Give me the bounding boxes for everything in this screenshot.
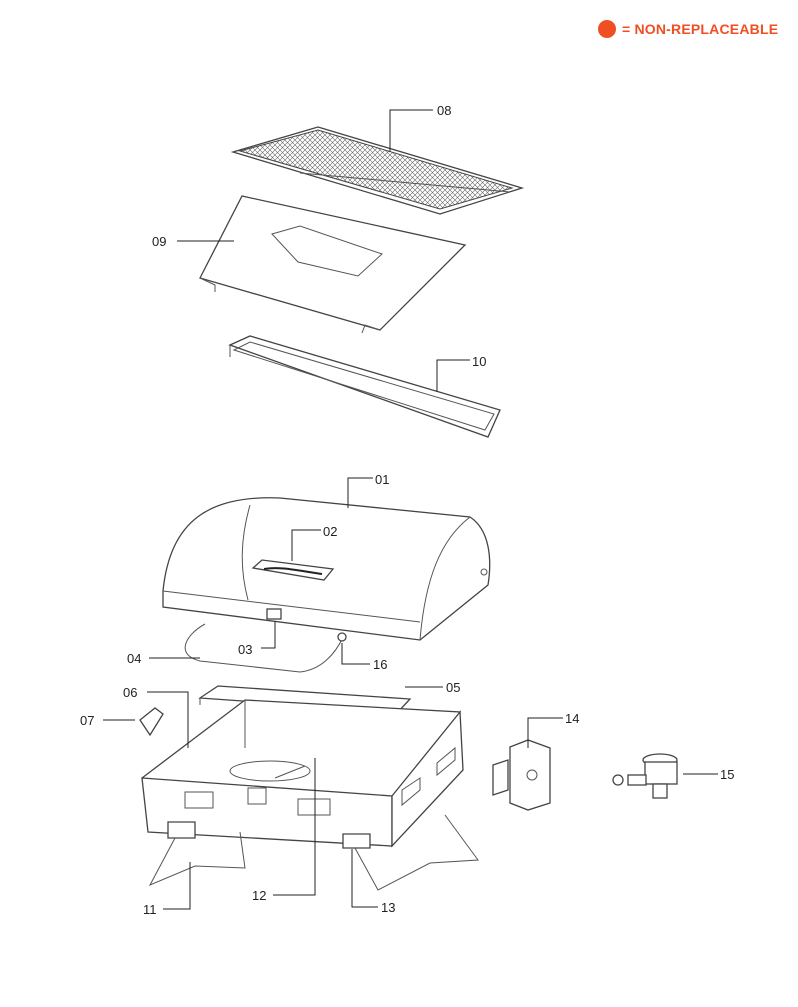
callout-16: 16 bbox=[373, 657, 387, 672]
callout-15: 15 bbox=[720, 767, 734, 782]
regulator-bracket-part bbox=[492, 739, 551, 811]
callout-03: 03 bbox=[238, 642, 252, 657]
legend: = NON-REPLACEABLE bbox=[598, 20, 778, 38]
lid-latch-part bbox=[266, 608, 282, 620]
callout-07: 07 bbox=[80, 713, 94, 728]
callout-11: 11 bbox=[143, 902, 157, 917]
lid-handle-part bbox=[184, 623, 344, 673]
callout-06: 06 bbox=[123, 685, 137, 700]
burner-part bbox=[274, 765, 306, 779]
callout-14: 14 bbox=[565, 711, 579, 726]
callout-12: 12 bbox=[252, 888, 266, 903]
callout-04: 04 bbox=[127, 651, 141, 666]
cooking-grate-part bbox=[230, 126, 525, 215]
callout-02: 02 bbox=[323, 524, 337, 539]
firebox-part bbox=[141, 699, 464, 848]
non-replaceable-dot-icon bbox=[598, 20, 616, 38]
control-knob-part bbox=[139, 707, 164, 737]
callout-labels: 08 09 10 01 02 03 04 16 05 06 07 14 15 1… bbox=[80, 103, 734, 917]
callout-08: 08 bbox=[437, 103, 451, 118]
leader-lines bbox=[103, 109, 718, 910]
callout-01: 01 bbox=[375, 472, 389, 487]
gas-regulator-part bbox=[612, 753, 678, 799]
callout-10: 10 bbox=[472, 354, 486, 369]
legend-label: = NON-REPLACEABLE bbox=[622, 21, 779, 37]
left-leg-part bbox=[148, 821, 246, 887]
logo-badge-part bbox=[251, 559, 335, 581]
callout-05: 05 bbox=[446, 680, 460, 695]
callout-13: 13 bbox=[381, 900, 395, 915]
grease-tray-part bbox=[228, 335, 501, 438]
handle-end-part bbox=[337, 632, 347, 642]
callout-09: 09 bbox=[152, 234, 166, 249]
heat-shield-part bbox=[199, 195, 467, 334]
right-leg-part bbox=[342, 814, 479, 891]
